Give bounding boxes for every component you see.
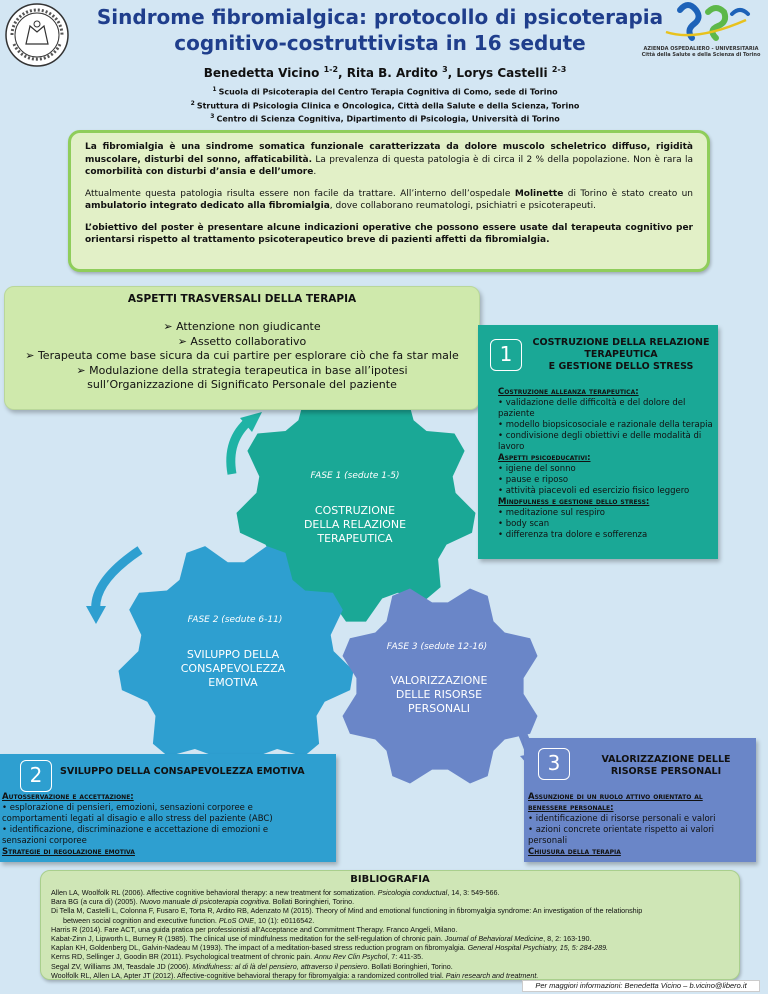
bullet-line: • meditazione sul respiro [498, 508, 605, 518]
gear-1-phase: FASE 1 (sedute 1-5) [310, 471, 400, 481]
intro-box: La fibromialgia è una sindrome somatica … [68, 130, 710, 272]
phase-1-body: Costruzione alleanza terapeutica:• valid… [498, 387, 714, 541]
affiliation: 3 Centro di Scienza Cognitiva, Dipartime… [210, 113, 560, 124]
section-heading: Chiusura della terapia [528, 847, 621, 857]
aspetti-item: ➢ Modulazione della strategia terapeutic… [76, 363, 408, 377]
bullet-line: • attività piacevoli ed esercizio fisico… [498, 486, 690, 496]
bibliography-list: Allen LA, Woolfolk RL (2006). Affective … [51, 888, 735, 980]
reference-item: Woolfolk RL, Allen LA, Apter JT (2012). … [51, 970, 539, 980]
bullet-line: lavoro [498, 442, 525, 452]
author-name: Benedetta Vicino 1-2 [203, 65, 339, 80]
phase-3-box: 3 VALORIZZAZIONE DELLE RISORSE PERSONALI… [524, 738, 756, 862]
title-line-2: cognitivo-costruttivista in 16 sedute [174, 31, 586, 55]
hospital-logo: AZIENDA OSPEDALIERO - UNIVERSITARIA Citt… [636, 2, 766, 62]
section-heading: Costruzione alleanza terapeutica: [498, 387, 639, 397]
author-name: Lorys Castelli 2-3 [456, 65, 567, 80]
reference-item: Bara BG (a cura di) (2005). Nuovo manual… [51, 897, 355, 907]
bullet-line: personali [528, 836, 568, 846]
reference-item: Di Tella M, Castelli L, Colonna F, Fusar… [51, 906, 643, 916]
aspetti-item: ➢ Attenzione non giudicante [163, 320, 321, 333]
logo-text-line1: AZIENDA OSPEDALIERO - UNIVERSITARIA [643, 46, 759, 52]
bullet-line: • validazione delle difficoltà e del dol… [498, 398, 686, 408]
section-heading: Assunzione di un ruolo attivo orientato … [528, 792, 703, 802]
arrow-phase-1 [226, 416, 254, 475]
reference-item: Kerns RD, Sellinger J, Goodin BR (2011).… [51, 952, 424, 962]
gear-3-name: VALORIZZAZIONE DELLE RISORSE PERSONALI [390, 674, 488, 715]
phase-2-box: 2 SVILUPPO DELLA CONSAPEVOLEZZA EMOTIVA … [0, 754, 336, 862]
bullet-line: • body scan [498, 519, 550, 529]
gear-1-name: COSTRUZIONE DELLA RELAZIONE TERAPEUTICA [303, 504, 407, 545]
bibliography-title: BIBLIOGRAFIA [350, 874, 430, 885]
intro-paragraph-2: Attualmente questa patologia risulta ess… [85, 188, 694, 212]
reference-item: Allen LA, Woolfolk RL (2006). Affective … [51, 888, 500, 897]
bullet-line: • igiene del sonno [498, 464, 576, 474]
bullet-line: sensazioni corporee [2, 836, 87, 846]
arrow-phase-2 [91, 546, 143, 613]
gear-2 [118, 546, 354, 778]
gear-2-name: SVILUPPO DELLA CONSAPEVOLEZZA EMOTIVA [180, 648, 286, 689]
bullet-line: • identificazione di risorse personali e… [528, 814, 716, 824]
reference-item: Kabat-Zinn J, Lipworth L, Burney R (1985… [51, 934, 592, 944]
bullet-line: comportamenti legati al disagio e allo s… [2, 814, 273, 824]
contact-footer: Per maggiori informazioni: Benedetta Vic… [522, 980, 760, 992]
phase-2-body: Autosservazione e accettazione:• esplora… [2, 792, 332, 858]
aspetti-list: ➢ Attenzione non giudicante ➢ Assetto co… [5, 320, 479, 393]
authors-line: Benedetta Vicino 1-2, Rita B. Ardito 3, … [203, 65, 567, 80]
section-heading: Mindfulness e gestione dello stress: [498, 497, 650, 507]
gear-3-phase: FASE 3 (sedute 12-16) [386, 642, 488, 652]
reference-item: between social cognition and executive f… [63, 915, 315, 925]
arrow-phase-1-head [240, 412, 262, 432]
phase-3-title: VALORIZZAZIONE DELLE RISORSE PERSONALI [601, 754, 731, 777]
phase-3-body: Assunzione di un ruolo attivo orientato … [528, 792, 754, 858]
section-heading: Aspetti psicoeducativi: [498, 453, 591, 463]
bullet-line: • identificazione, discriminazione e acc… [2, 825, 269, 835]
aspetti-item: sull’Organizzazione di Significato Perso… [87, 378, 397, 391]
reference-item: Segal ZV, Williams JM, Teasdale JD (2006… [51, 961, 453, 971]
arrow-phase-2-head [86, 606, 106, 624]
intro-paragraph-3: L’obiettivo del poster è presentare alcu… [85, 222, 693, 246]
bullet-line: • esplorazione di pensieri, emozioni, se… [2, 803, 253, 813]
section-heading: benessere personale: [528, 803, 614, 813]
gear-3 [342, 588, 538, 784]
aspetti-item: ➢ Terapeuta come base sicura da cui part… [25, 349, 459, 362]
phase-2-number: 2 [20, 760, 52, 792]
phase-1-number: 1 [490, 339, 522, 371]
logo-text-line2: Città della Salute e della Scienza di To… [641, 52, 761, 58]
affiliations: 1 Scuola di Psicoterapia del Centro Tera… [120, 84, 650, 125]
affiliation: 1 Scuola di Psicoterapia del Centro Tera… [212, 86, 558, 97]
aspetti-title: ASPETTI TRASVERSALI DELLA TERAPIA [127, 293, 357, 305]
bullet-line: • modello biopsicosociale e razionale de… [498, 420, 713, 430]
university-seal [4, 2, 70, 68]
bullet-line: • pause e riposo [498, 475, 569, 485]
bullet-line: • differenza tra dolore e sofferenza [498, 530, 648, 540]
bullet-line: • condivisione degli obiettivi e delle m… [498, 431, 702, 441]
phase-3-number: 3 [538, 748, 570, 780]
aspetti-trasversali-box: ASPETTI TRASVERSALI DELLA TERAPIA ➢ Atte… [4, 286, 480, 410]
title-line-1: Sindrome fibromialgica: protocollo di ps… [96, 5, 664, 29]
phase-1-box: 1 COSTRUZIONE DELLA RELAZIONE TERAPEUTIC… [478, 325, 718, 559]
bullet-line: • azioni concrete orientate rispetto ai … [528, 825, 715, 835]
gear-1 [236, 386, 476, 622]
reference-item: Kaplan KH, Goldenberg DL, Galvin-Nadeau … [51, 943, 609, 953]
poster-title: Sindrome fibromialgica: protocollo di ps… [80, 4, 680, 56]
author-name: Rita B. Ardito 3 [346, 65, 448, 80]
section-heading: Autosservazione e accettazione: [2, 792, 134, 802]
section-heading: Strategie di regolazione emotiva [2, 847, 135, 857]
bibliography-box: BIBLIOGRAFIA Allen LA, Woolfolk RL (2006… [40, 870, 740, 980]
phase-2-title: SVILUPPO DELLA CONSAPEVOLEZZA EMOTIVA [60, 766, 305, 777]
reference-item: Harris R (2014). Fare ACT, una guida pra… [51, 924, 458, 934]
affiliation: 2 Struttura di Psicologia Clinica e Onco… [190, 99, 580, 111]
bullet-line: paziente [498, 409, 535, 419]
intro-paragraph-1: La fibromialgia è una sindrome somatica … [85, 142, 694, 177]
phase-1-title: COSTRUZIONE DELLA RELAZIONE TERAPEUTICA … [532, 337, 710, 372]
aspetti-item: ➢ Assetto collaborativo [177, 334, 307, 348]
gear-2-phase: FASE 2 (sedute 6-11) [187, 615, 283, 625]
